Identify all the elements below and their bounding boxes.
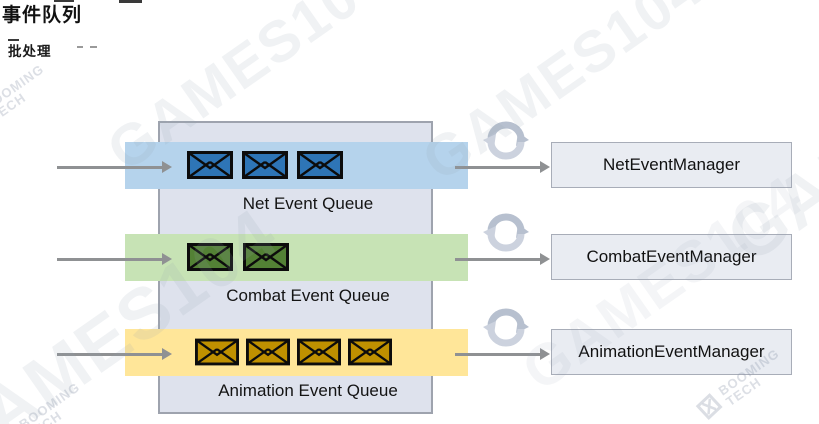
cycle-arrows-icon (482, 208, 530, 256)
dispatch-arrow (455, 253, 550, 265)
cycle-arrows-icon (482, 116, 530, 164)
envelope-icon (195, 338, 239, 371)
cropped-text-artifact (8, 39, 19, 41)
cropped-text-artifact (119, 0, 142, 3)
envelope-icon (242, 151, 288, 184)
combat-queue-bar (125, 234, 468, 281)
page-title: 事件队列 (2, 5, 83, 26)
incoming-event-arrow (57, 348, 172, 360)
animation-queue-label: Animation Event Queue (218, 381, 398, 400)
page-subtitle: 批处理 (8, 44, 52, 59)
envelope-icon (297, 338, 341, 371)
animation-queue-bar (125, 329, 468, 376)
envelope-icon (297, 151, 343, 184)
dispatch-arrow (455, 161, 550, 173)
net-event-manager-box: NetEventManager (551, 142, 792, 188)
animation-event-manager-box: AnimationEventManager (551, 329, 792, 375)
combat-event-manager-box: CombatEventManager (551, 234, 792, 280)
cropped-text-artifact (54, 0, 74, 2)
net-queue-bar (125, 142, 468, 189)
envelope-icon (246, 338, 290, 371)
incoming-event-arrow (57, 161, 172, 173)
cropped-text-artifact (77, 46, 83, 48)
envelope-icon (187, 151, 233, 184)
combat-queue-label: Combat Event Queue (226, 286, 390, 305)
envelope-icon (243, 243, 289, 276)
cropped-text-artifact (90, 46, 97, 48)
dispatch-arrow (455, 348, 550, 360)
animation-queue-events (195, 338, 392, 371)
envelope-icon (348, 338, 392, 371)
net-queue-events (187, 151, 343, 184)
net-queue-label: Net Event Queue (242, 194, 374, 213)
incoming-event-arrow (57, 253, 172, 265)
envelope-icon (187, 243, 233, 276)
combat-queue-events (187, 243, 289, 276)
cycle-arrows-icon (482, 303, 530, 351)
